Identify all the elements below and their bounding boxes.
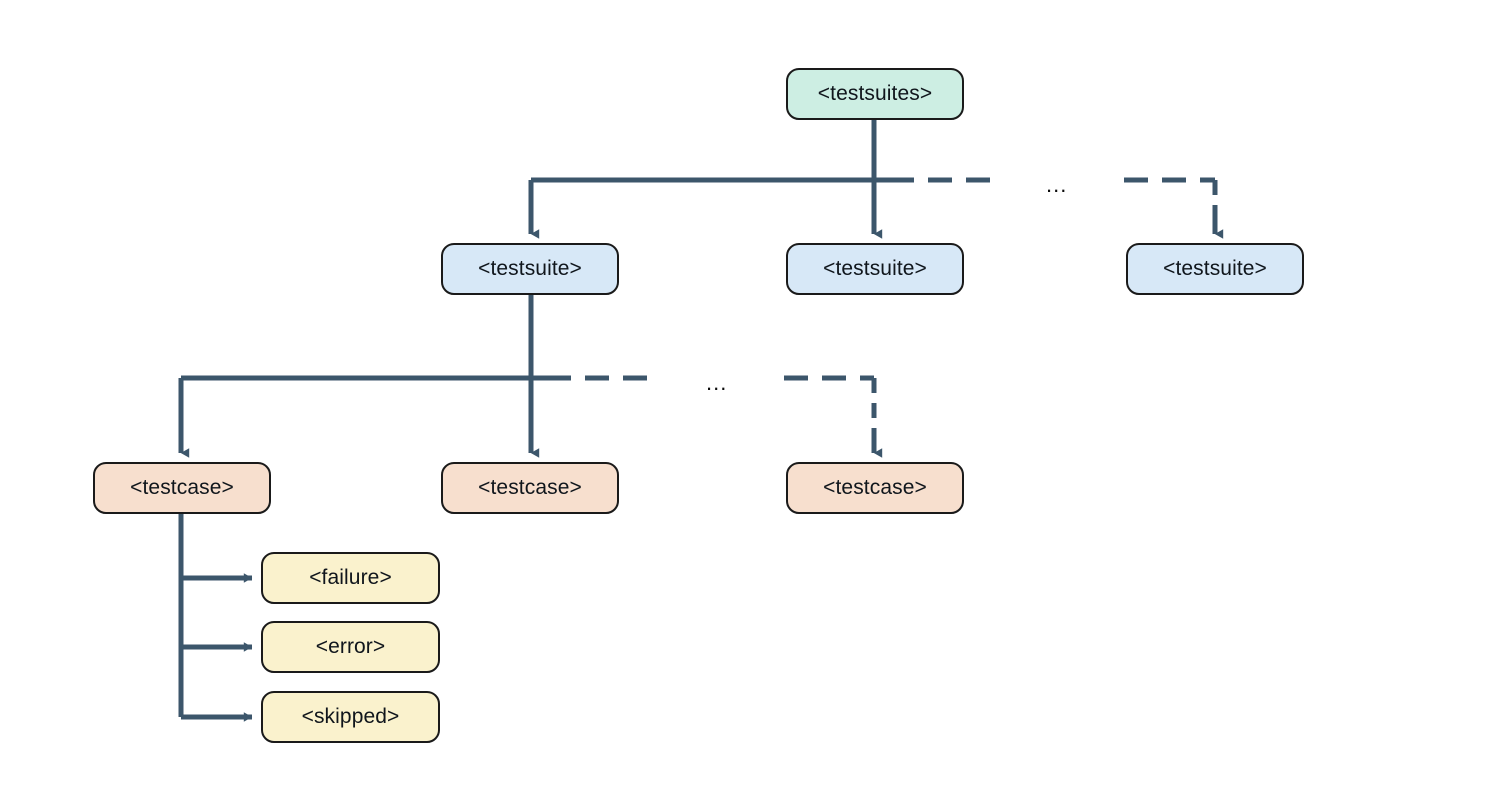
node-testsuite-2-label: <testsuite> [823, 257, 927, 280]
node-testcase-n-label: <testcase> [823, 476, 927, 499]
node-testsuite-n[interactable]: <testsuite> [1126, 243, 1304, 295]
node-failure-label: <failure> [309, 566, 392, 589]
node-testsuites-label: <testsuites> [817, 82, 933, 105]
node-testcase-2[interactable]: <testcase> [441, 462, 619, 514]
node-testcase-1[interactable]: <testcase> [93, 462, 271, 514]
node-error-label: <error> [315, 635, 386, 658]
node-failure[interactable]: <failure> [261, 552, 440, 604]
ellipsis-suites: ... [1046, 172, 1068, 197]
node-error[interactable]: <error> [261, 621, 440, 673]
node-testsuite-1-label: <testsuite> [478, 257, 582, 280]
node-testsuites[interactable]: <testsuites> [786, 68, 964, 120]
node-testsuite-1[interactable]: <testsuite> [441, 243, 619, 295]
node-testsuite-n-label: <testsuite> [1163, 257, 1267, 280]
node-skipped[interactable]: <skipped> [261, 691, 440, 743]
node-testcase-1-label: <testcase> [130, 476, 234, 499]
node-skipped-label: <skipped> [301, 705, 400, 728]
node-testcase-2-label: <testcase> [478, 476, 582, 499]
node-testcase-n[interactable]: <testcase> [786, 462, 964, 514]
node-testsuite-2[interactable]: <testsuite> [786, 243, 964, 295]
ellipsis-cases: ... [706, 370, 728, 395]
